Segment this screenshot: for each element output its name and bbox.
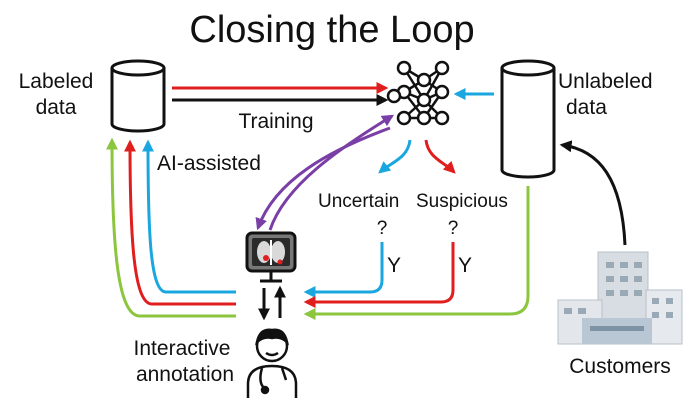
- unlabeled-data-label-line2: data: [566, 96, 607, 119]
- suspicious-yes-label: Y: [458, 254, 472, 277]
- suspicious-to-annotation-arrow: [303, 242, 455, 308]
- doctor-monitor-exchange-arrows: [258, 285, 286, 321]
- uncertain-to-annotation-arrow: [303, 242, 384, 298]
- unlabeled-data-label-line1: Unlabeled: [558, 70, 653, 93]
- interactive-annotation-label-line1: Interactive: [134, 337, 231, 360]
- training-label: Training: [238, 110, 313, 133]
- model-to-suspicious-arrow: [424, 139, 456, 174]
- model-to-uncertain-arrow: [378, 139, 412, 174]
- xray-monitor-icon: [245, 231, 297, 283]
- annotation-to-labeled-blue-arrow: [142, 139, 236, 294]
- uncertain-yes-label: Y: [387, 254, 401, 277]
- interactive-annotation-label-line2: annotation: [136, 363, 234, 386]
- suspicious-question-mark: ?: [448, 218, 459, 239]
- training-arrows: [172, 82, 389, 106]
- annotation-to-labeled-red-arrow: [124, 139, 236, 306]
- database-cylinder-icon: [110, 59, 166, 133]
- suspicious-label: Suspicious: [416, 191, 508, 212]
- annotation-to-labeled-green-arrow: [106, 137, 236, 318]
- customers-to-unlabeled-arrow: [559, 140, 627, 246]
- uncertain-label: Uncertain: [318, 191, 399, 212]
- diagram-title: Closing the Loop: [189, 9, 474, 51]
- labeled-data-label-line1: Labeled: [19, 70, 94, 93]
- doctor-icon: [246, 328, 298, 398]
- neural-network-icon: [386, 60, 450, 126]
- customers-label: Customers: [569, 355, 671, 378]
- ai-assisted-arrows: [255, 114, 395, 231]
- unlabeled-to-annotation-arrow: [303, 186, 530, 320]
- uncertain-question-mark: ?: [377, 218, 388, 239]
- labeled-data-label-line2: data: [36, 96, 77, 119]
- buildings-icon: [557, 251, 683, 345]
- ai-assisted-label: AI-assisted: [157, 152, 261, 175]
- database-cylinder-icon: [500, 59, 556, 179]
